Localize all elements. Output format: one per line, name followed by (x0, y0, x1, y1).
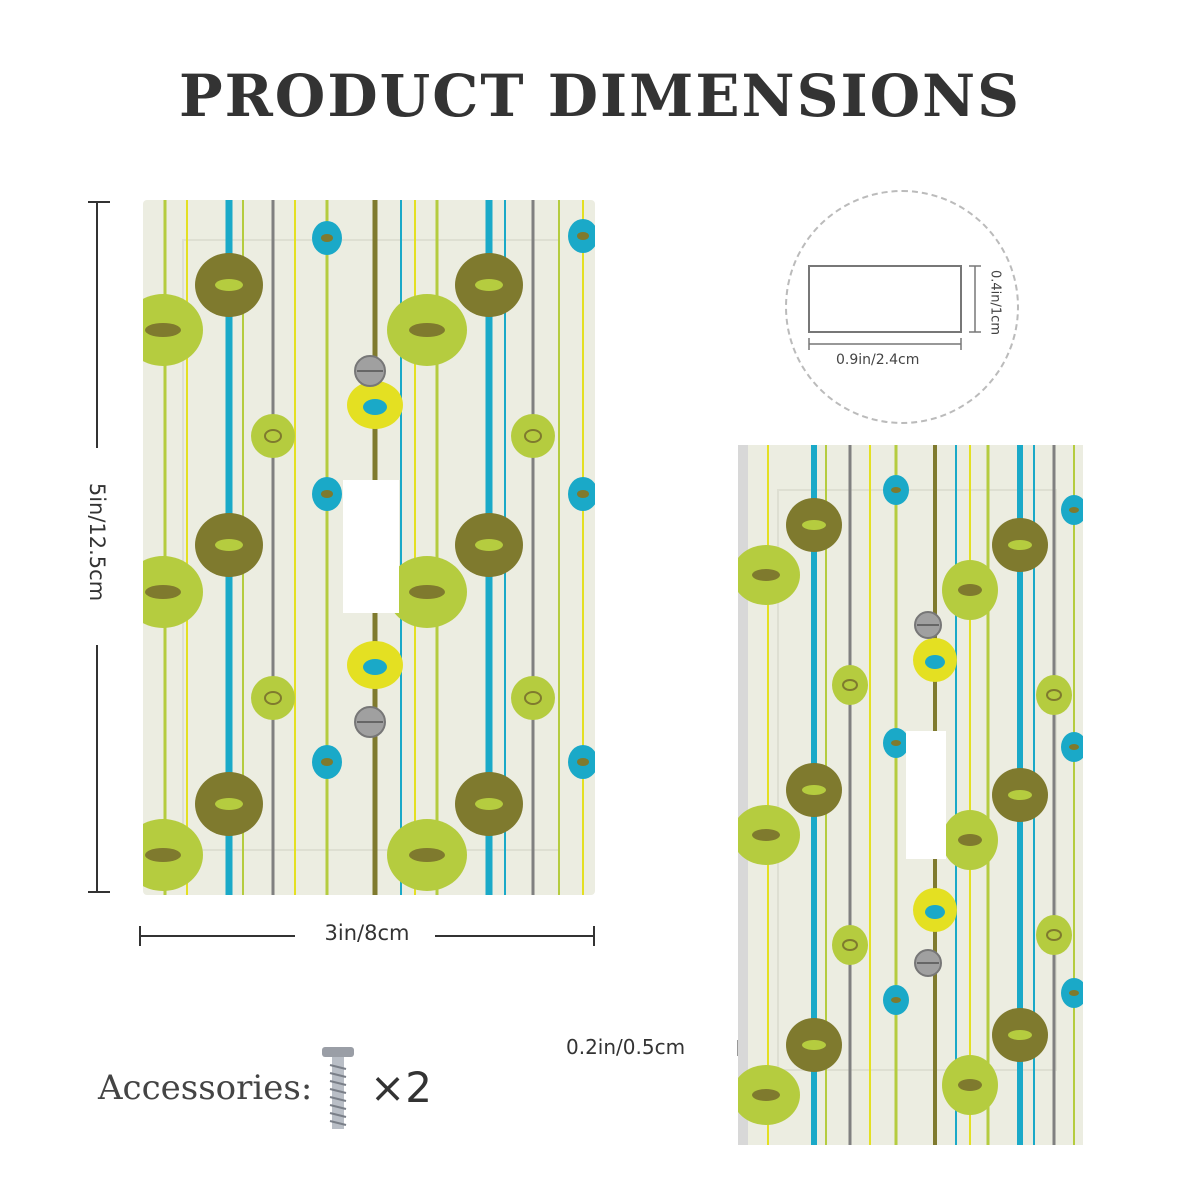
plate-pattern (143, 200, 595, 895)
switch-plate-side-view (738, 445, 1083, 1145)
height-dimension-label: 5in/12.5cm (85, 482, 109, 602)
plate-side-pattern (738, 445, 1083, 1145)
page-title: PRODUCT DIMENSIONS (178, 62, 1022, 130)
opening-height-label: 0.4in/1cm (987, 270, 1003, 335)
depth-dimension-label: 0.2in/0.5cm (566, 1035, 686, 1059)
switch-plate-front (143, 200, 595, 895)
opening-detail-circle (785, 190, 1019, 424)
accessories-label: Accessories: (98, 1068, 313, 1108)
opening-width-label: 0.9in/2.4cm (836, 352, 920, 368)
accessories-count: ×2 (370, 1063, 432, 1112)
screw-icon (322, 1047, 354, 1129)
opening-detail-drawing (808, 265, 981, 350)
width-dimension-label: 3in/8cm (302, 921, 432, 945)
